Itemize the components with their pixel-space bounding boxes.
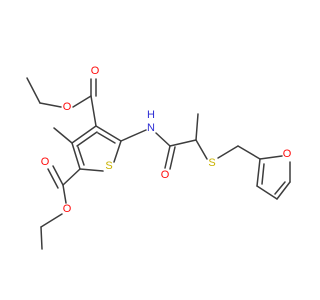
atom-s-thioether: S bbox=[208, 157, 215, 169]
bond-ch2-furan bbox=[237, 145, 261, 160]
atom-o-ester2-ether: O bbox=[63, 203, 72, 215]
bond-furan-c5-c4 bbox=[276, 181, 291, 200]
bond-ring-c4-c5 bbox=[71, 142, 81, 170]
bond-ring-c3-c4-inner bbox=[76, 131, 98, 147]
bond-furan-c3-c2-inner bbox=[261, 163, 265, 185]
bond-ester2-c-o-double-b bbox=[47, 168, 59, 189]
bond-ring-c3-c4 bbox=[71, 125, 97, 144]
bond-amide-c-o-double-b bbox=[169, 146, 176, 170]
bond-ester2-o-ch2 bbox=[40, 213, 63, 228]
atom-labels: O O S O O N H O S O bbox=[41, 65, 292, 215]
atom-o-ester1-ether: O bbox=[63, 101, 72, 113]
atom-s-thiophene: S bbox=[105, 160, 112, 172]
atom-o-furan: O bbox=[283, 148, 292, 160]
bond-furan-c3-c2 bbox=[256, 158, 261, 187]
bond-furan-c5-c4-inner bbox=[274, 181, 286, 195]
bond-ethyl1-ch2 bbox=[39, 102, 62, 108]
bond-methyl bbox=[53, 127, 73, 144]
molecule-structure: O O S O O N H O S O bbox=[26, 65, 292, 250]
bond-ester2-c-o-double-a bbox=[52, 165, 64, 186]
bond-ester2-ring-c bbox=[62, 168, 81, 186]
atom-h-amide: H bbox=[147, 109, 155, 121]
bond-ester2-c-o bbox=[62, 184, 67, 204]
bond-ethyl2-ch3 bbox=[40, 226, 43, 250]
bond-amide-c-o-double-a bbox=[164, 145, 171, 169]
bond-chiral-methyl bbox=[195, 113, 199, 141]
bond-ring-s-c2 bbox=[113, 140, 122, 163]
bond-ring-c2-c3-inner bbox=[97, 132, 116, 144]
bond-ester1-c-ring bbox=[90, 95, 97, 127]
bonds bbox=[26, 77, 291, 250]
bond-carbonyl-chiral bbox=[169, 139, 197, 147]
bond-s-ch2 bbox=[217, 145, 239, 159]
atom-n-amide: N bbox=[147, 122, 155, 134]
bond-ring-c5-c4-inner bbox=[77, 146, 85, 166]
bond-furan-c2-o bbox=[259, 155, 283, 160]
atom-o-amide: O bbox=[161, 169, 170, 181]
bond-ring-c2-n bbox=[120, 129, 147, 142]
bond-ethyl1-ch3 bbox=[26, 77, 41, 104]
bond-furan-c4-c3 bbox=[256, 185, 278, 200]
atom-o-ester1-carbonyl: O bbox=[91, 65, 100, 77]
bond-ring-c5-s bbox=[79, 168, 104, 172]
bond-n-carbonyl bbox=[155, 132, 171, 147]
bond-ring-c2-c3 bbox=[95, 125, 122, 142]
bond-chiral-s bbox=[195, 139, 208, 160]
atom-o-ester2-carbonyl: O bbox=[41, 156, 50, 168]
bond-ester1-o-c bbox=[72, 95, 92, 108]
